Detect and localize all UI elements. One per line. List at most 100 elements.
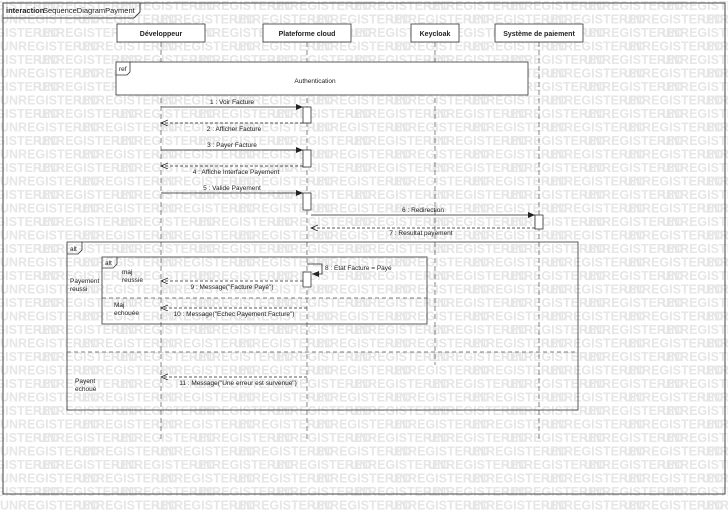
watermark-text: UNREGISTERED: [38, 161, 137, 175]
watermark-text: UNREGISTERED: [194, 188, 293, 202]
watermark-text: UNREGISTERED: [312, 94, 411, 108]
watermark-text: UNREGISTERED: [468, 310, 567, 324]
watermark-text: UNREGISTERED: [234, 310, 333, 324]
watermark-text: UNREGISTERED: [624, 121, 723, 135]
activation-bar: [534, 214, 544, 230]
watermark-text: UNREGISTERED: [702, 418, 728, 432]
diagram-frame: [2, 2, 726, 495]
watermark-text: UNREGISTERED: [390, 121, 489, 135]
watermark-text: UNREGISTERED: [156, 202, 255, 216]
watermark-text: UNREGISTERED: [0, 404, 59, 418]
watermark-text: UNREGISTERED: [468, 337, 567, 351]
watermark-text: UNREGISTERED: [350, 107, 449, 121]
watermark-text: UNREGISTERED: [78, 337, 177, 351]
watermark-text: UNREGISTERED: [0, 391, 99, 405]
activation-bar: [302, 271, 312, 288]
message-5[interactable]: 5 : Valide Payement: [161, 185, 303, 196]
watermark-text: UNREGISTERED: [38, 377, 137, 391]
message-9[interactable]: 9 : Message("Facture Payé"): [161, 281, 303, 291]
message-label: 4 : Affiche Interface Payement: [193, 169, 280, 176]
watermark-text: UNREGISTERED: [78, 148, 177, 162]
watermark-text: UNREGISTERED: [272, 242, 371, 256]
message-11[interactable]: 11 : Message("Une erreur est survenue"): [161, 377, 307, 387]
message-6[interactable]: 6 : Redirection: [311, 207, 535, 218]
alt-outer-box[interactable]: [66, 241, 579, 411]
watermark-text: UNREGISTERED: [546, 13, 645, 27]
watermark-text: UNREGISTERED: [116, 215, 215, 229]
message-7[interactable]: 7 : Resultat payement: [311, 228, 535, 237]
watermark-text: UNREGISTERED: [38, 431, 137, 445]
message-8[interactable]: 8 : Etat Facture = Payé: [307, 263, 392, 277]
watermark-text: UNREGISTERED: [194, 215, 293, 229]
watermark-text: UNREGISTERED: [234, 229, 333, 243]
watermark-text: UNREGISTERED: [428, 377, 527, 391]
frame-keyword: interaction: [6, 6, 45, 15]
watermark-text: UNREGISTERED: [0, 94, 99, 108]
watermark-text: UNREGISTERED: [78, 445, 177, 459]
watermark-text: UNREGISTERED: [116, 188, 215, 202]
message-1[interactable]: 1 : Voir Facture: [161, 99, 303, 110]
watermark-text: UNREGISTERED: [156, 337, 255, 351]
message-3[interactable]: 3 : Payer Facture: [161, 142, 303, 153]
ref-tab: [116, 62, 131, 76]
watermark-text: UNREGISTERED: [312, 472, 411, 486]
alt-inner-guard-bottom-line2: echouée: [114, 310, 139, 317]
watermark-text: UNREGISTERED: [468, 364, 567, 378]
watermark-text: UNREGISTERED: [0, 40, 99, 54]
watermark-text: UNREGISTERED: [194, 458, 293, 472]
watermark-text: UNREGISTERED: [702, 472, 728, 486]
ref-box[interactable]: [115, 61, 529, 96]
watermark-text: UNREGISTERED: [584, 269, 683, 283]
message-2[interactable]: 2 : Afficher Facture: [161, 123, 303, 133]
watermark-text: UNREGISTERED: [624, 175, 723, 189]
watermark-text: UNREGISTERED: [702, 283, 728, 297]
watermark-text: UNREGISTERED: [662, 485, 728, 499]
lifeline-label-keycloak: Keycloak: [420, 31, 451, 38]
watermark-text: UNREGISTERED: [0, 80, 59, 94]
watermark-text: UNREGISTERED: [624, 67, 723, 81]
watermark-text: UNREGISTERED: [468, 229, 567, 243]
watermark-text: UNREGISTERED: [78, 94, 177, 108]
watermark-text: UNREGISTERED: [390, 283, 489, 297]
watermark-text: UNREGISTERED: [428, 134, 527, 148]
watermark-text: UNREGISTERED: [156, 391, 255, 405]
watermark-text: UNREGISTERED: [38, 134, 137, 148]
watermark-text: UNREGISTERED: [584, 53, 683, 67]
watermark-text: UNREGISTERED: [116, 350, 215, 364]
ref-label: Authentication: [294, 78, 336, 85]
watermark-text: UNREGISTERED: [234, 13, 333, 27]
alt-inner-box[interactable]: [101, 256, 428, 325]
watermark-text: UNREGISTERED: [78, 13, 177, 27]
watermark-text: UNREGISTERED: [546, 229, 645, 243]
watermark-text: UNREGISTERED: [312, 175, 411, 189]
watermark-text: UNREGISTERED: [506, 53, 605, 67]
message-10[interactable]: 10 : Message("Echec Payement Facture"): [161, 308, 307, 318]
watermark-text: UNREGISTERED: [0, 364, 99, 378]
watermark-text: UNREGISTERED: [0, 188, 59, 202]
watermark-text: UNREGISTERED: [0, 485, 59, 499]
watermark-text: UNREGISTERED: [272, 161, 371, 175]
watermark-text: UNREGISTERED: [624, 364, 723, 378]
watermark-text: UNREGISTERED: [584, 377, 683, 391]
watermark-text: UNREGISTERED: [468, 283, 567, 297]
message-label: 3 : Payer Facture: [207, 142, 257, 149]
watermark-text: UNREGISTERED: [468, 94, 567, 108]
watermark-text: UNREGISTERED: [38, 26, 137, 40]
watermark-text: UNREGISTERED: [506, 242, 605, 256]
watermark-text: UNREGISTERED: [0, 296, 59, 310]
watermark-text: UNREGISTERED: [350, 323, 449, 337]
watermark-text: UNREGISTERED: [78, 472, 177, 486]
watermark-text: UNREGISTERED: [38, 80, 137, 94]
watermark-text: UNREGISTERED: [546, 364, 645, 378]
watermark-text: UNREGISTERED: [624, 229, 723, 243]
watermark-text: UNREGISTERED: [0, 13, 99, 27]
alt-inner-tag: alt: [105, 260, 112, 267]
watermark-text: UNREGISTERED: [702, 13, 728, 27]
watermark-text: UNREGISTERED: [546, 256, 645, 270]
watermark-text: UNREGISTERED: [428, 485, 527, 499]
message-4[interactable]: 4 : Affiche Interface Payement: [161, 166, 303, 176]
watermark-text: UNREGISTERED: [350, 404, 449, 418]
watermark-text: UNREGISTERED: [662, 350, 728, 364]
watermark-text: UNREGISTERED: [116, 431, 215, 445]
message-label: 1 : Voir Facture: [210, 99, 254, 106]
